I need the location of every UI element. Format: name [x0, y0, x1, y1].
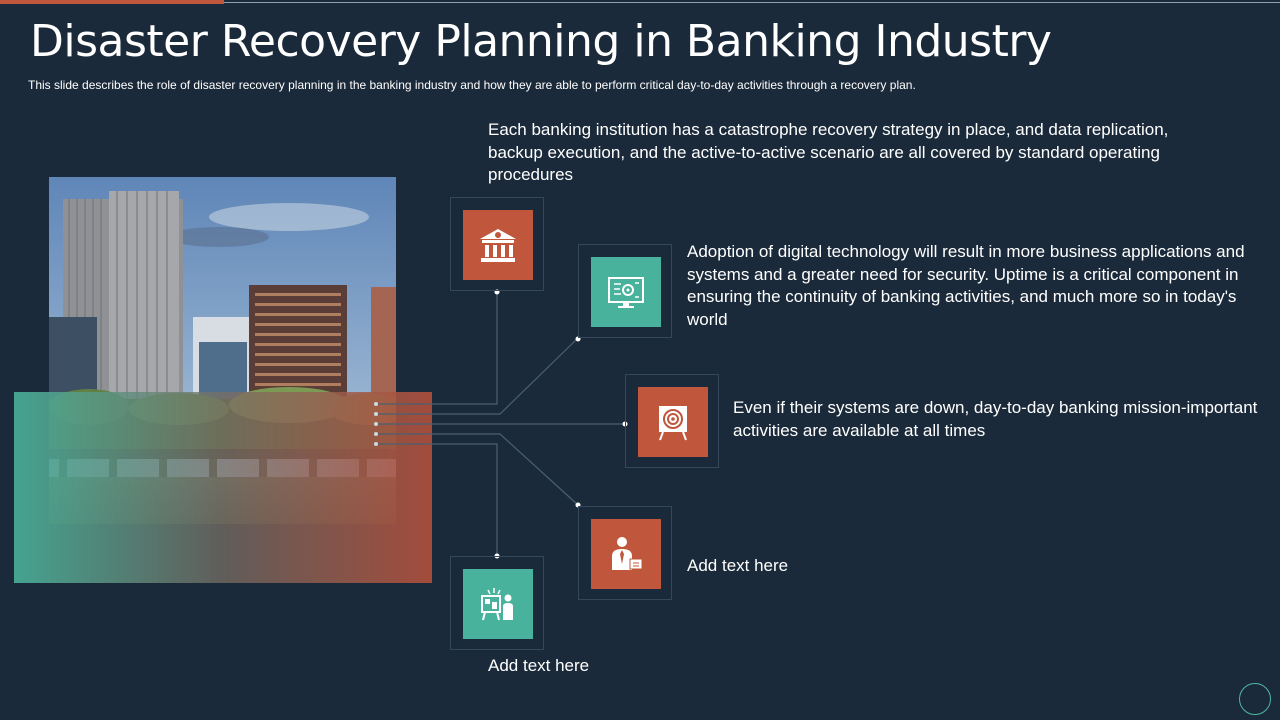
item-1-icon-box: [463, 210, 533, 280]
item-4-icon-frame: [578, 506, 672, 600]
gradient-overlay: [14, 392, 432, 583]
item-4-text: Add text here: [687, 556, 789, 575]
item-3-icon-frame: [625, 374, 719, 468]
page-subtitle: This slide describes the role of disaste…: [28, 78, 916, 92]
corner-circle-decoration: [1239, 683, 1271, 715]
item-3-icon-box: [638, 387, 708, 457]
target-board-icon: [659, 406, 687, 441]
item-3-text: Even if their systems are down, day-to-d…: [733, 398, 1258, 440]
item-2-icon-frame: [578, 244, 672, 338]
item-2-icon-box: [591, 257, 661, 327]
item-1-text: Each banking institution has a catastrop…: [488, 120, 1169, 184]
businessman-icon: [612, 537, 643, 570]
top-divider-line: [224, 2, 1280, 3]
item-4-icon-box: [591, 519, 661, 589]
monitor-gear-icon: [608, 277, 644, 308]
item-5-icon-frame: [450, 556, 544, 650]
item-5-text: Add text here: [488, 656, 590, 675]
top-accent-bar: [0, 0, 224, 4]
item-5-icon-box: [463, 569, 533, 639]
item-1-icon-frame: [450, 197, 544, 291]
bank-icon: [480, 229, 516, 262]
item-2-text: Adoption of digital technology will resu…: [687, 242, 1245, 329]
presenter-icon: [481, 588, 513, 621]
page-title: Disaster Recovery Planning in Banking In…: [30, 16, 1052, 67]
